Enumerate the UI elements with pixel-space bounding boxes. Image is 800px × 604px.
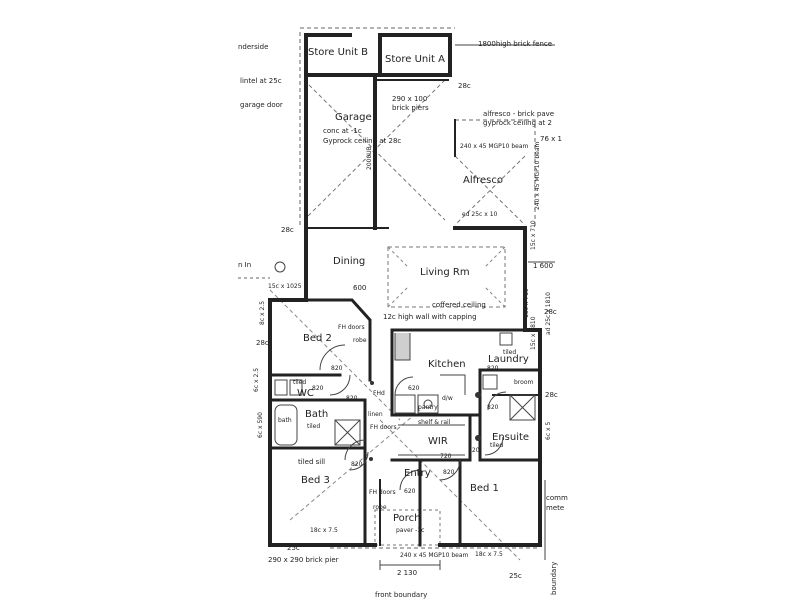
note-door-bed2: 820 xyxy=(331,365,343,372)
note-fence: 1800high brick fence xyxy=(478,40,553,48)
room-living: Living Rm xyxy=(420,267,470,278)
note-size-15x1810: 15c x 1810 xyxy=(530,316,537,350)
note-alfresco-beam-side: 240 x 45 MGP10 beam xyxy=(534,141,541,210)
note-size-6x590: 6c x 590 xyxy=(257,412,264,438)
note-level-top: 28c xyxy=(458,82,471,90)
room-bath: Bath xyxy=(305,409,329,420)
note-brick-piers-size: 290 x 100 xyxy=(392,95,428,103)
note-bottom-right: 25c xyxy=(509,572,522,580)
room-alfresco: Alfresco xyxy=(463,175,504,186)
note-meter: mete xyxy=(546,504,565,512)
note-dim-76: 76 x 1 xyxy=(540,135,562,143)
note-linen: linen xyxy=(368,411,383,418)
note-size-8x25: 8c x 2.5 xyxy=(259,300,266,325)
note-garage-door: garage door xyxy=(240,101,283,109)
note-lintel-25x10: ed 25c x 10 xyxy=(462,211,498,218)
note-door-kitchen: 620 xyxy=(408,385,420,392)
room-entry: Entry xyxy=(404,468,431,479)
note-size-6x5: 6c x 5 xyxy=(545,421,552,440)
note-tiled-ensuite: tiled xyxy=(490,442,504,449)
note-garage-conc: conc at -1c xyxy=(323,127,362,135)
room-garage: Garage xyxy=(335,112,372,123)
note-bed2-level: 28c xyxy=(256,339,269,347)
room-kitchen: Kitchen xyxy=(428,359,466,370)
room-bed-3: Bed 3 xyxy=(301,475,330,486)
note-shelf: shelf & rail xyxy=(418,419,451,426)
note-door-wir: 720 xyxy=(468,447,480,454)
note-front-boundary: front boundary xyxy=(375,591,428,599)
note-dim-right: 18c x 7.5 xyxy=(475,551,503,558)
note-door-entry-820: 820 xyxy=(443,469,455,476)
note-dim-1600: 1 600 xyxy=(533,262,554,270)
note-alfresco-beam: 240 x 45 MGP10 beam xyxy=(460,143,529,150)
note-robe-bed2: robe xyxy=(353,337,367,344)
note-bottom-left: 25c xyxy=(287,544,300,552)
note-door-entry-720: 720 xyxy=(440,453,452,460)
note-size-6x25: 6c x 2.5 xyxy=(253,367,260,392)
note-level-right: 28c xyxy=(545,391,558,399)
note-boundary: boundary xyxy=(550,561,558,595)
note-alfresco-ceiling: gyprock ceiling at 2 xyxy=(483,119,552,127)
note-comm: comm xyxy=(546,494,568,502)
room-wc: WC xyxy=(297,388,314,399)
note-brick-pier: 290 x 290 brick pier xyxy=(268,556,339,564)
room-dining: Dining xyxy=(333,256,366,267)
note-tiled-sill: tiled sill xyxy=(298,458,326,466)
note-opening-600: 600 xyxy=(353,284,367,292)
note-robe-bed3: robe xyxy=(373,504,387,511)
note-door-laundry: 820 xyxy=(487,365,499,372)
note-n-in: n In xyxy=(238,261,252,269)
room-store-unit-a: Store Unit A xyxy=(385,54,445,65)
note-door-entry-620: 620 xyxy=(404,488,416,495)
note-fh-doors-bed2: FH doors xyxy=(338,324,365,331)
note-alfresco-pave: alfresco - brick pave xyxy=(483,110,555,118)
room-wir: WIR xyxy=(428,436,448,447)
note-dw: d/w xyxy=(442,395,453,402)
note-door-bed3: 820 xyxy=(351,461,363,468)
note-dim-left: 18c x 7.5 xyxy=(310,527,338,534)
note-level-left: 28c xyxy=(281,226,294,234)
note-tiled-wc: tiled xyxy=(293,379,307,386)
room-porch: Porch xyxy=(393,513,421,524)
note-door-1025: 15c x 1025 xyxy=(268,283,302,290)
note-size-15x710: 15c x 710 xyxy=(530,220,537,250)
note-broom: broom xyxy=(514,379,534,386)
room-laundry: Laundry xyxy=(488,354,529,365)
note-coffered: coffered ceiling xyxy=(432,301,486,309)
room-bed-1: Bed 1 xyxy=(470,483,499,494)
note-door-ensuite: 820 xyxy=(487,404,499,411)
note-door-bath: 820 xyxy=(346,395,358,402)
room-bed-2: Bed 2 xyxy=(303,333,332,344)
note-width-2000ub: 2000UB xyxy=(366,146,373,170)
note-fh-doors-bed3: FH doors xyxy=(369,489,396,496)
note-underside: nderside xyxy=(238,43,269,51)
note-pantry: pantry xyxy=(418,404,438,411)
note-brick-piers: brick piers xyxy=(392,104,429,112)
note-lintel: lintel at 25c xyxy=(240,77,282,85)
note-door-wc: 820 xyxy=(312,385,324,392)
room-ensuite: Ensuite xyxy=(492,432,530,443)
note-porch-beam: 240 x 45 MGP10 beam xyxy=(400,552,469,559)
note-tiled-laundry: tiled xyxy=(503,349,517,356)
note-fh-doors-bath: FH doors xyxy=(370,424,397,431)
note-dim-2130: 2 130 xyxy=(397,569,418,577)
note-porch-level: paver -1c xyxy=(396,527,425,534)
note-wall-capping: 12c high wall with capping xyxy=(383,313,477,321)
room-store-unit-b: Store Unit B xyxy=(308,47,369,58)
note-fhd: FHd xyxy=(373,390,385,397)
note-tiled-bath: tiled xyxy=(307,423,321,430)
note-garage-ceiling: Gyprock ceiling at 28c xyxy=(323,137,402,145)
note-side-level: 28c xyxy=(544,308,557,316)
note-size-right-15: 15c x 710 xyxy=(523,288,530,318)
note-bath: bath xyxy=(278,417,292,424)
